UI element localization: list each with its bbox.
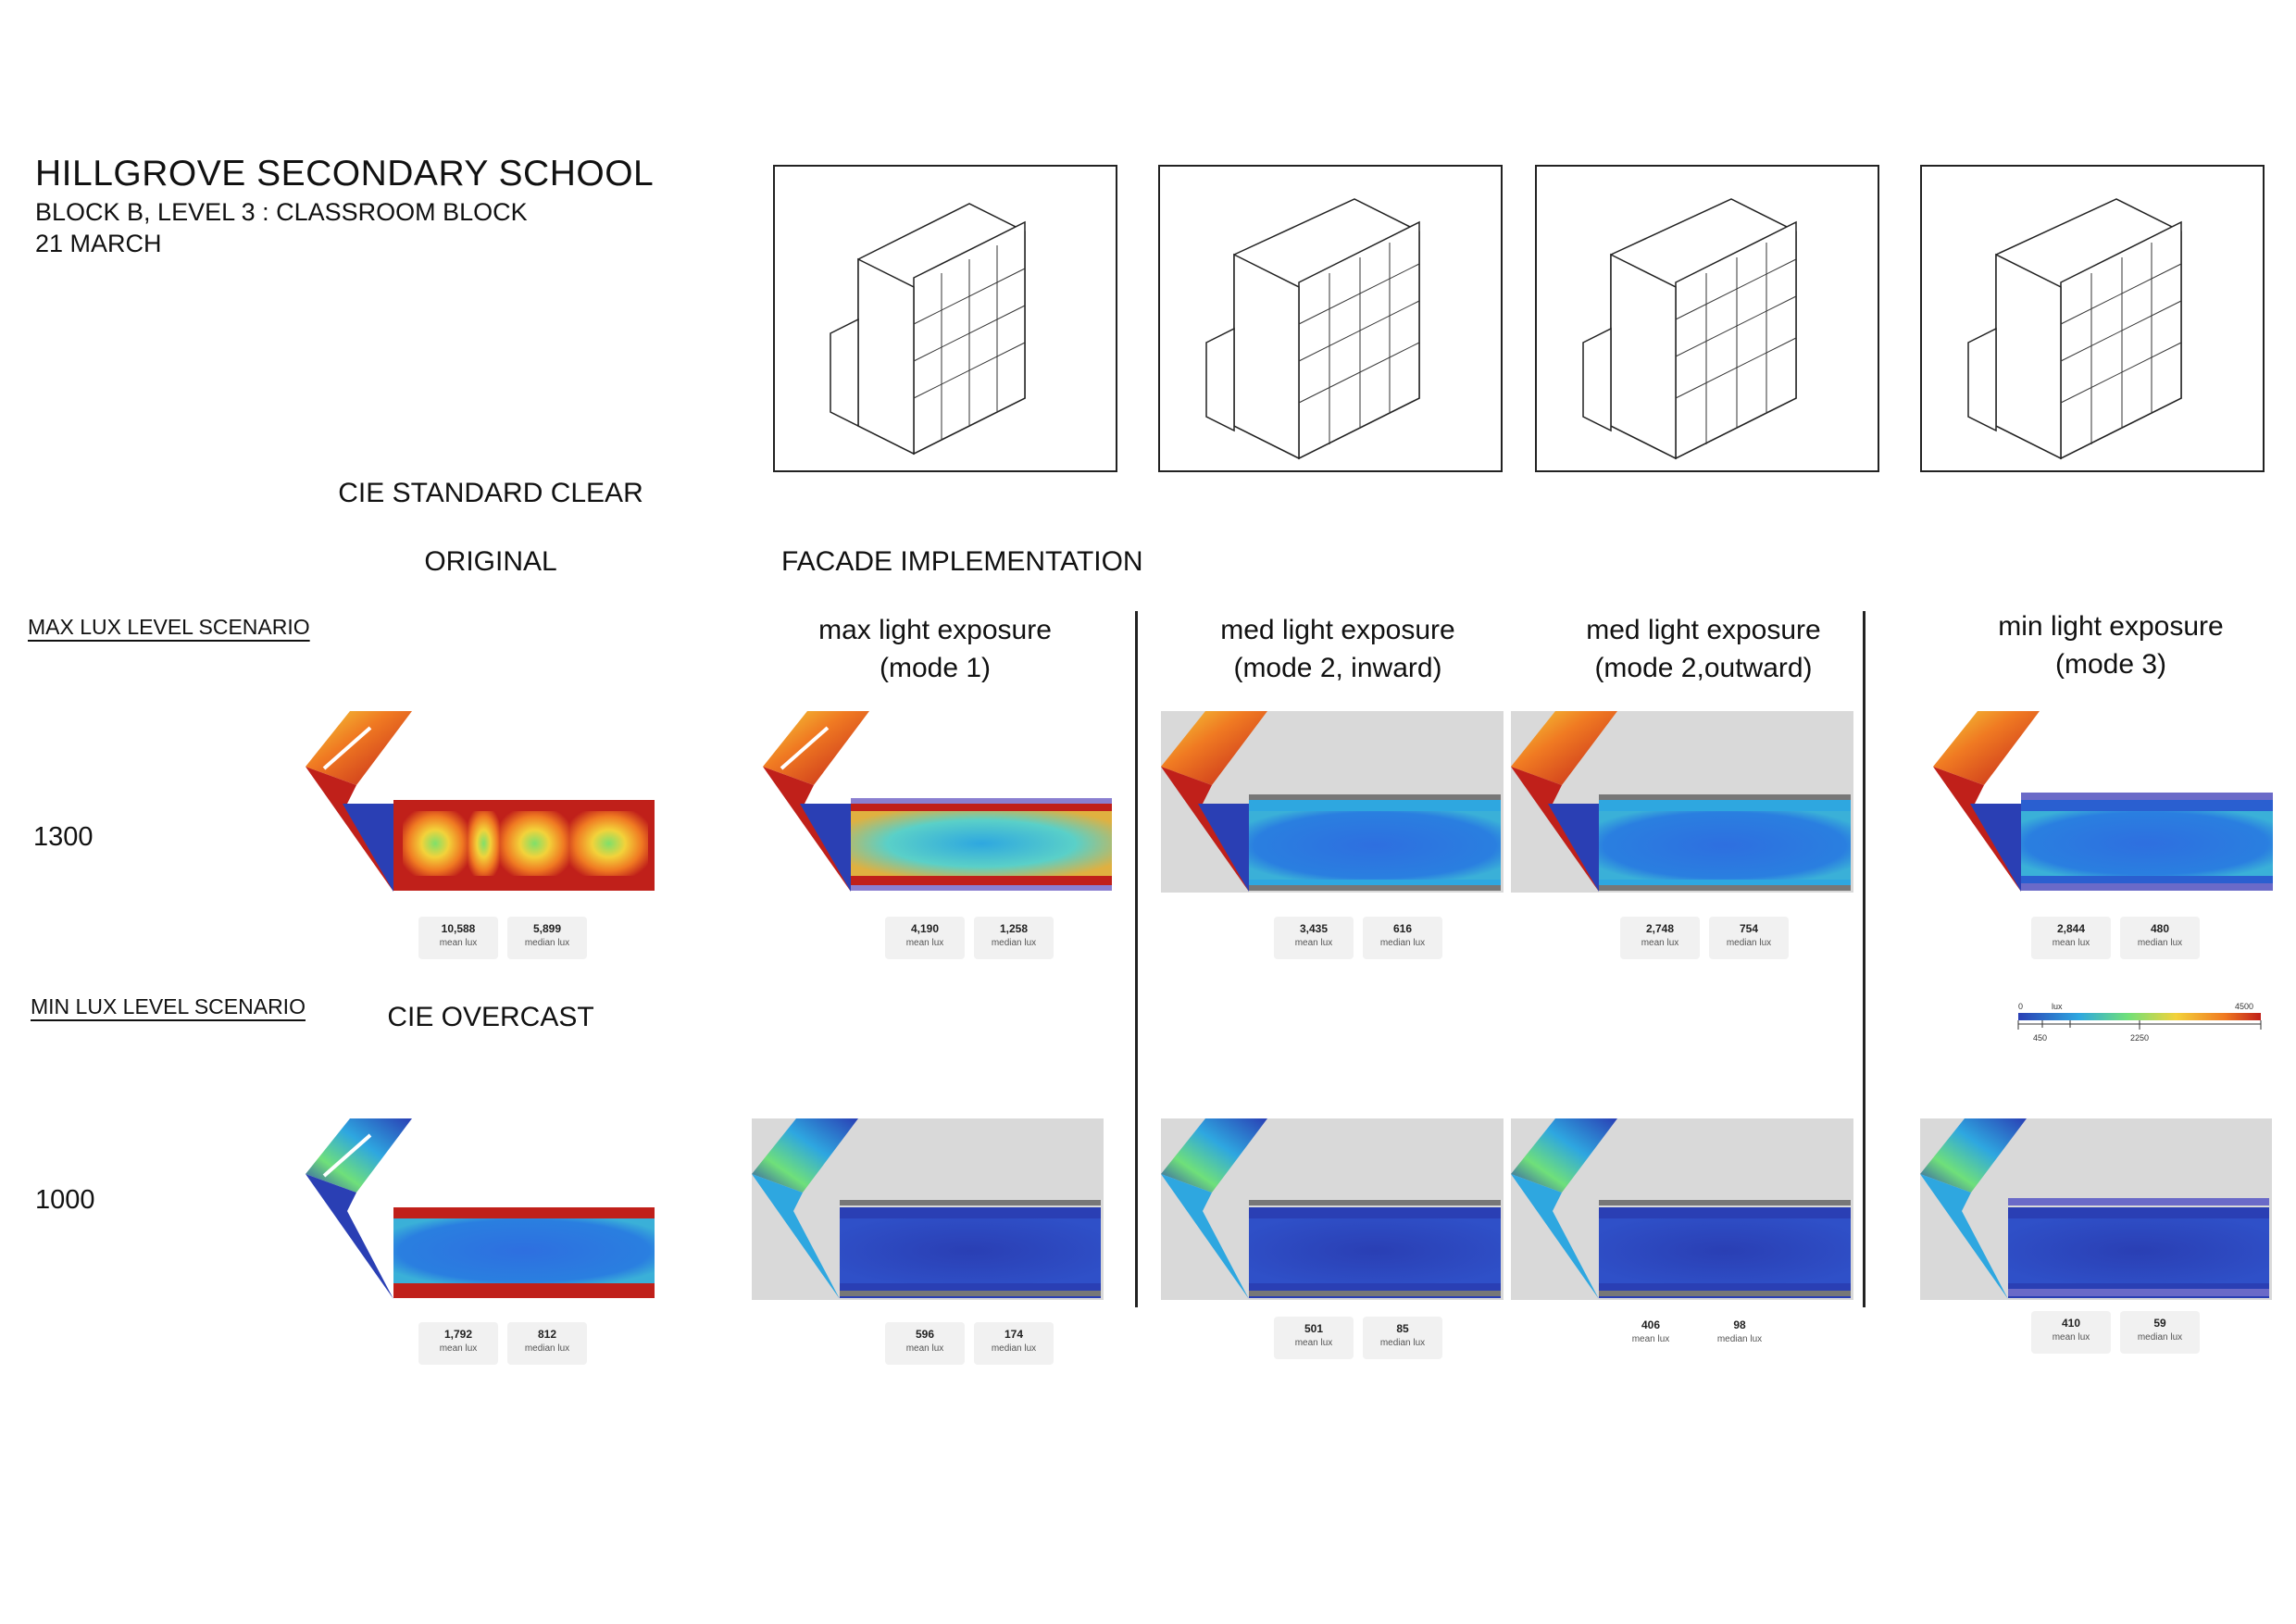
lux-level-max: 1300: [33, 822, 94, 852]
plan-mode-2-outward-clear: [1511, 711, 1853, 896]
plan-mode-3-clear: [1933, 711, 2276, 896]
daylight-plan: [1920, 1118, 2272, 1300]
mode-subtitle: (mode 2,outward): [1594, 653, 1813, 683]
divider-mode1-mode2: [1135, 611, 1138, 1307]
mode-subtitle: (mode 1): [879, 653, 992, 683]
header-facade-implementation: FACADE IMPLEMENTATION: [781, 546, 1143, 577]
daylight-plan: [1161, 711, 1504, 893]
mode-header-2-inward: med light exposure (mode 2, inward): [1176, 611, 1500, 687]
mode-title: med light exposure: [1220, 615, 1455, 645]
max-lux-scenario-label: MAX LUX LEVEL SCENARIO: [28, 615, 310, 639]
daylight-plan: [1511, 1118, 1853, 1300]
scale-min-label: 0: [2018, 1002, 2023, 1011]
mode-header-2-outward: med light exposure (mode 2,outward): [1541, 611, 1866, 687]
facade-iso-drawing: [1967, 198, 2182, 460]
min-lux-scenario-label: MIN LUX LEVEL SCENARIO: [31, 994, 306, 1018]
plan-mode-3-overcast: [1920, 1118, 2272, 1304]
daylight-plan: [752, 1118, 1104, 1300]
mode-header-3: min light exposure (mode 3): [1953, 607, 2268, 683]
plan-original-overcast: [306, 1118, 657, 1304]
mode-title: min light exposure: [1998, 611, 2224, 642]
scale-unit-label: lux: [2052, 1002, 2063, 1011]
scale-tick-label: 450: [2033, 1033, 2047, 1043]
daylight-plan: [763, 711, 1112, 892]
daylight-plan: [1511, 711, 1853, 893]
facade-iso-drawing: [1582, 198, 1797, 460]
facade-iso-mode-2-inward: [1158, 165, 1503, 472]
daylight-plan: [1933, 711, 2273, 892]
plan-mode-1-clear: [763, 711, 1115, 896]
header-overcast: CIE OVERCAST: [387, 1002, 594, 1032]
header-original: ORIGINAL: [424, 546, 557, 577]
mode-header-1: max light exposure (mode 1): [778, 611, 1092, 687]
daylight-plan: [306, 1118, 655, 1299]
facade-iso-drawing: [830, 203, 1026, 456]
facade-iso-drawing: [1205, 198, 1420, 460]
facade-iso-mode-2-outward: [1535, 165, 1879, 472]
header-clear-sky: CIE STANDARD CLEAR: [338, 478, 643, 508]
mode-title: med light exposure: [1586, 615, 1821, 645]
facade-iso-mode-1: [773, 165, 1117, 472]
lux-color-scale: 0 lux 4500 450 2250: [2015, 1000, 2265, 1051]
plan-original-clear: [306, 711, 657, 896]
plan-mode-2-inward-clear: [1161, 711, 1504, 896]
scale-max-label: 4500: [2235, 1002, 2253, 1011]
facade-iso-mode-3: [1920, 165, 2265, 472]
mode-subtitle: (mode 3): [2054, 649, 2167, 680]
divider-mode2-mode3: [1863, 611, 1866, 1307]
daylight-plan: [306, 711, 655, 892]
plan-mode-2-outward-overcast: [1511, 1118, 1853, 1304]
scale-tick-label: 2250: [2130, 1033, 2149, 1043]
color-scale-bar: 0 lux 4500 450 2250: [2017, 1002, 2262, 1043]
page-title: HILLGROVE SECONDARY SCHOOL: [35, 154, 655, 194]
mode-subtitle: (mode 2, inward): [1233, 653, 1442, 683]
mode-title: max light exposure: [818, 615, 1052, 645]
lux-level-min: 1000: [35, 1185, 95, 1215]
plan-mode-2-inward-overcast: [1161, 1118, 1504, 1304]
page-subtitle-date: 21 MARCH: [35, 230, 162, 257]
daylight-plan: [1161, 1118, 1504, 1300]
page-subtitle-block: BLOCK B, LEVEL 3 : CLASSROOM BLOCK: [35, 198, 528, 226]
plan-mode-1-overcast: [752, 1118, 1104, 1304]
